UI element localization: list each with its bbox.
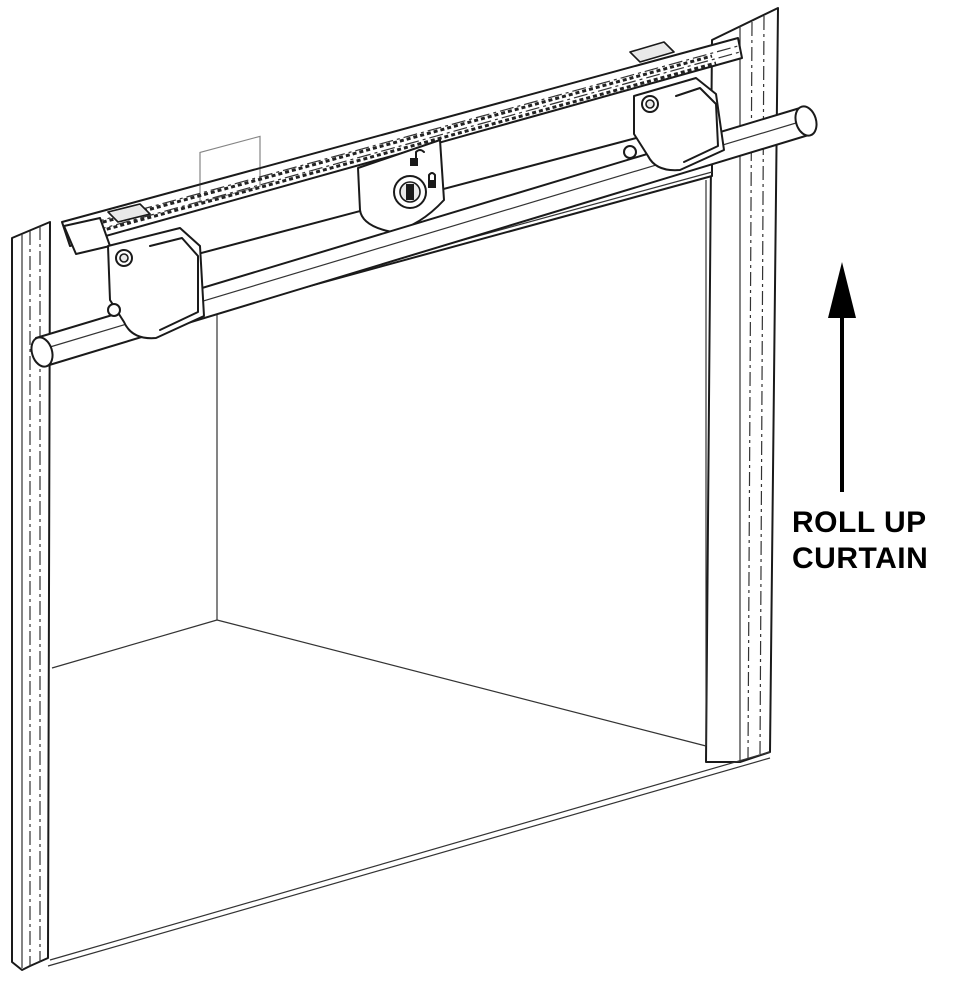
roll-up-curtain-label: ROLL UP CURTAIN [792,505,928,577]
right-side-panel [705,7,779,763]
lock-assembly [357,139,445,233]
left-bracket [107,227,205,340]
caption-line-1: ROLL UP [792,506,927,539]
caption-line-2: CURTAIN [792,542,929,575]
lock-open-icon [410,149,425,166]
lock-closed-icon [428,172,436,188]
cabinet-interior [47,180,771,967]
left-side-panel [11,221,51,971]
arrow-up-icon [828,262,856,492]
right-bracket [623,77,725,172]
